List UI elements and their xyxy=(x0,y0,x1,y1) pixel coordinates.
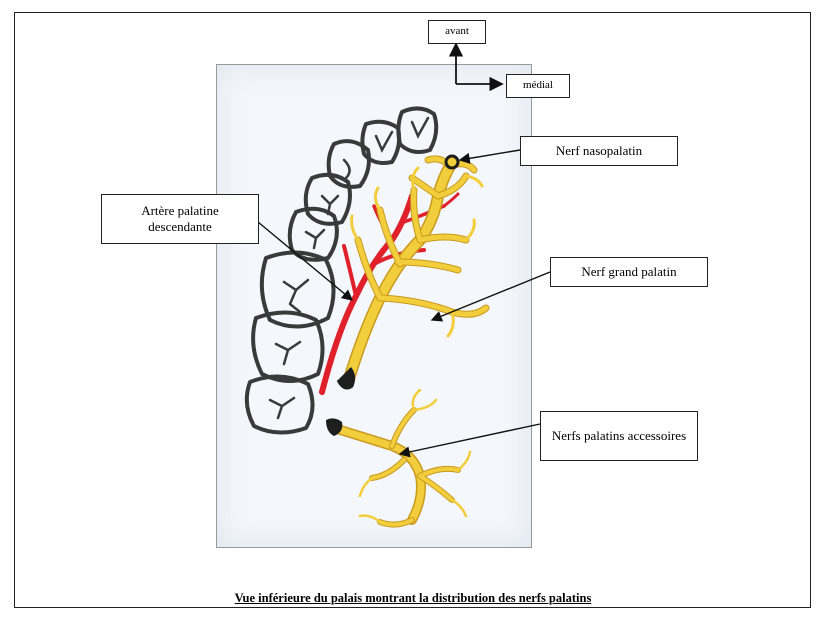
molar-2 xyxy=(251,310,325,383)
premolar-2 xyxy=(287,206,339,262)
palate-photo xyxy=(216,64,532,548)
incisor-1 xyxy=(396,106,439,154)
descending-palatine-artery-label: Artère palatine descendante xyxy=(101,194,259,244)
greater-palatine-nerve xyxy=(342,155,490,388)
molar-3 xyxy=(244,374,315,435)
lesser-palatine-foramen xyxy=(326,418,343,436)
medial-direction-label: médial xyxy=(506,74,570,98)
nasopalatine-nerve-label: Nerf nasopalatin xyxy=(520,136,678,166)
greater-palatine-nerve-label: Nerf grand palatin xyxy=(550,257,708,287)
accessory-palatine-nerves xyxy=(329,388,472,528)
teeth xyxy=(244,106,439,435)
front-direction-label: avant xyxy=(428,20,486,44)
leader-artery xyxy=(257,221,354,301)
orientation-arrows xyxy=(448,42,504,92)
tooth-grooves xyxy=(268,116,430,420)
leader-lines xyxy=(257,149,551,458)
figure-frame xyxy=(14,12,811,608)
molar-1 xyxy=(259,250,336,329)
canine xyxy=(326,139,371,189)
greater-palatine-foramen xyxy=(336,367,356,390)
accessory-palatine-nerves-label: Nerfs palatins accessoires xyxy=(540,411,698,461)
leader-accessory xyxy=(398,423,541,458)
leader-greater-palatine xyxy=(430,271,551,322)
figure-caption: Vue inférieure du palais montrant la dis… xyxy=(234,591,592,605)
leader-nasopalatine xyxy=(458,149,521,164)
incisive-foramen xyxy=(444,154,460,170)
premolar-1 xyxy=(303,172,352,226)
